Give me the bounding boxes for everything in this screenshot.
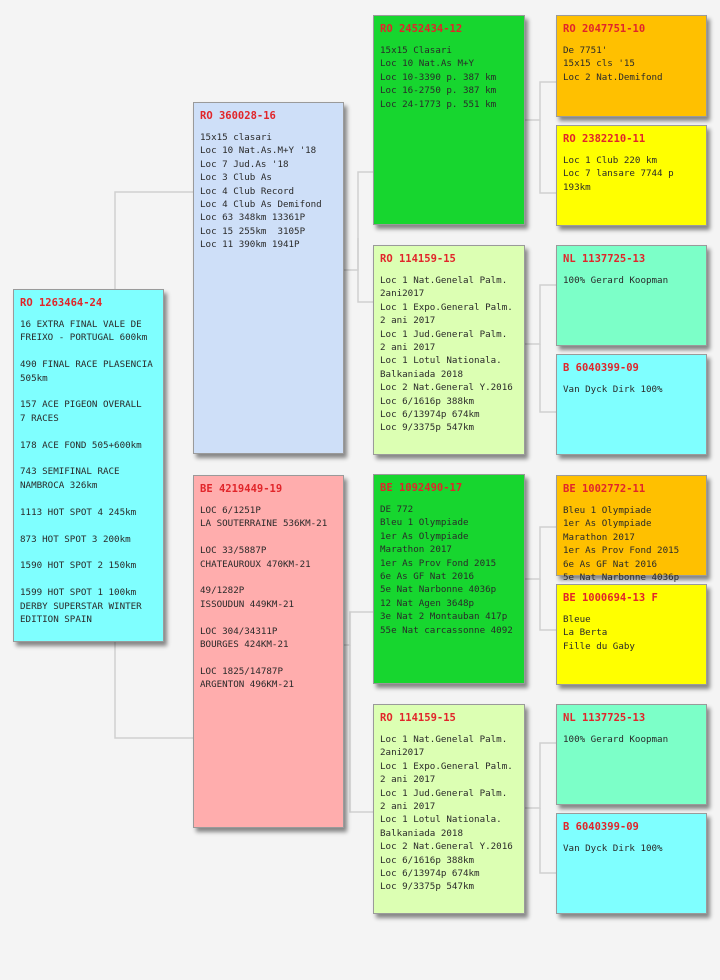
ring-number: NL 1137725-13 <box>563 253 646 265</box>
results-text: 16 EXTRA FINAL VALE DE FREIXO - PORTUGAL… <box>20 319 153 625</box>
results-text: 15x15 Clasari Loc 10 Nat.As M+Y Loc 10-3… <box>380 45 497 110</box>
sire-card: RO 360028-16 15x15 clasari Loc 10 Nat.As… <box>193 102 344 454</box>
sire-sire-dam-card: RO 2382210-11 Loc 1 Club 220 km Loc 7 la… <box>556 125 707 226</box>
results-text: De 7751' 15x15 cls '15 Loc 2 Nat.Demifon… <box>563 45 663 83</box>
results-text: Loc 1 Nat.Genelal Palm. 2ani2017 Loc 1 E… <box>380 734 513 893</box>
ring-number: BE 1000694-13 F <box>563 592 658 604</box>
results-text: LOC 6/1251P LA SOUTERRAINE 536KM-21 LOC … <box>200 505 328 691</box>
results-text: 100% Gerard Koopman <box>563 734 669 745</box>
sire-dam-card: RO 114159-15 Loc 1 Nat.Genelal Palm. 2an… <box>373 245 525 455</box>
results-text: Loc 1 Club 220 km Loc 7 lansare 7744 p 1… <box>563 155 674 193</box>
subject-card: RO 1263464-24 16 EXTRA FINAL VALE DE FRE… <box>13 289 164 642</box>
results-text: Van Dyck Dirk 100% <box>563 384 663 395</box>
results-text: Bleu 1 Olympiade 1er As Olympiade Marath… <box>563 505 680 584</box>
dam-dam-sire-card: NL 1137725-13 100% Gerard Koopman <box>556 704 707 805</box>
ring-number: BE 1092490-17 <box>380 482 463 494</box>
dam-sire-sire-card: BE 1002772-11 Bleu 1 Olympiade 1er As Ol… <box>556 475 707 583</box>
dam-sire-card: BE 1092490-17 DE 772 Bleu 1 Olympiade 1e… <box>373 474 525 684</box>
ring-number: B 6040399-09 <box>563 821 639 833</box>
dam-card: BE 4219449-19 LOC 6/1251P LA SOUTERRAINE… <box>193 475 344 828</box>
ring-number: RO 360028-16 <box>200 110 276 122</box>
results-text: 15x15 clasari Loc 10 Nat.As.M+Y '18 Loc … <box>200 132 322 251</box>
sire-sire-sire-card: RO 2047751-10 De 7751' 15x15 cls '15 Loc… <box>556 15 707 117</box>
results-text: 100% Gerard Koopman <box>563 275 669 286</box>
ring-number: RO 2382210-11 <box>563 133 646 145</box>
ring-number: RO 114159-15 <box>380 253 456 265</box>
ring-number: B 6040399-09 <box>563 362 639 374</box>
ring-number: RO 2452434-12 <box>380 23 463 35</box>
sire-sire-card: RO 2452434-12 15x15 Clasari Loc 10 Nat.A… <box>373 15 525 225</box>
results-text: Bleue La Berta Fille du Gaby <box>563 614 635 652</box>
sire-dam-dam-card: B 6040399-09 Van Dyck Dirk 100% <box>556 354 707 455</box>
ring-number: BE 4219449-19 <box>200 483 283 495</box>
dam-dam-dam-card: B 6040399-09 Van Dyck Dirk 100% <box>556 813 707 914</box>
results-text: DE 772 Bleu 1 Olympiade 1er As Olympiade… <box>380 504 513 636</box>
ring-number: NL 1137725-13 <box>563 712 646 724</box>
results-text: Loc 1 Nat.Genelal Palm. 2ani2017 Loc 1 E… <box>380 275 513 434</box>
ring-number: RO 2047751-10 <box>563 23 646 35</box>
ring-number: RO 1263464-24 <box>20 297 103 309</box>
results-text: Van Dyck Dirk 100% <box>563 843 663 854</box>
ring-number: BE 1002772-11 <box>563 483 646 495</box>
dam-sire-dam-card: BE 1000694-13 F Bleue La Berta Fille du … <box>556 584 707 685</box>
dam-dam-card: RO 114159-15 Loc 1 Nat.Genelal Palm. 2an… <box>373 704 525 914</box>
ring-number: RO 114159-15 <box>380 712 456 724</box>
sire-dam-sire-card: NL 1137725-13 100% Gerard Koopman <box>556 245 707 346</box>
